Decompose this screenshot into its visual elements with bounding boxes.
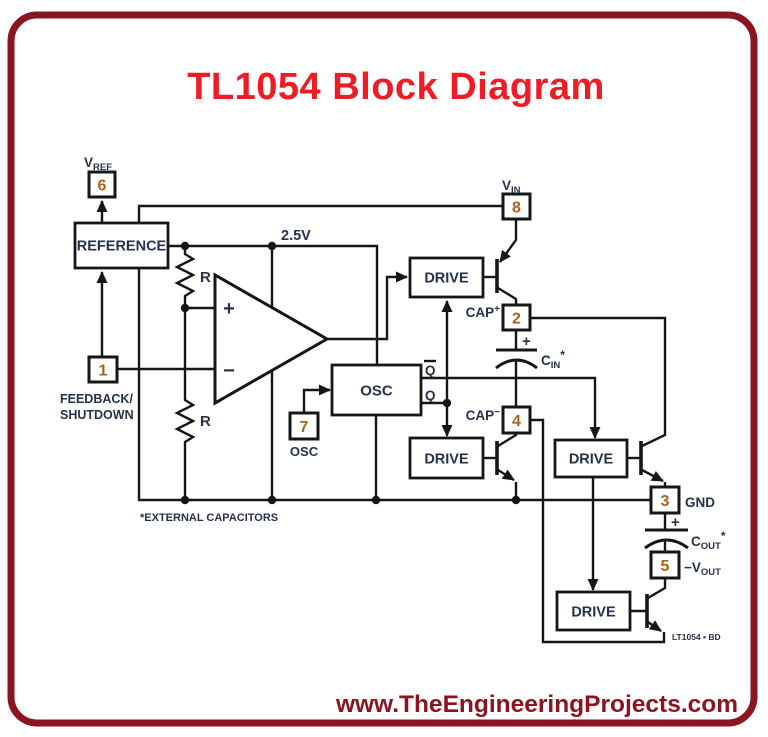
- shutdown-label: SHUTDOWN: [60, 408, 134, 422]
- q1-collector: [497, 286, 518, 305]
- pin-3: 3: [649, 485, 681, 515]
- resistor-bottom-label: R: [200, 413, 211, 430]
- reference-block: REFERENCE: [73, 221, 170, 270]
- capacitor-cout: + COUT*: [644, 513, 726, 552]
- pin-8: 8: [501, 192, 532, 221]
- watermark: www.TheEngineeringProjects.com: [335, 691, 738, 718]
- resistor-bottom: [174, 308, 196, 500]
- ref-voltage-label: 2.5V: [281, 228, 311, 244]
- wire-2v5-to-osc: [168, 244, 379, 365]
- pin-2: 2: [501, 303, 532, 332]
- drive-mid-label: DRIVE: [424, 452, 469, 468]
- vin-label: VIN: [502, 178, 521, 196]
- cout-label: COUT*: [691, 529, 726, 552]
- resistor-top-label: R: [200, 269, 211, 286]
- cap-minus-label: CAP−: [466, 407, 501, 423]
- osc-pin-label: OSC: [290, 444, 319, 459]
- wire-cap-plus-loop: [530, 316, 667, 448]
- q2-emitter: [497, 468, 515, 482]
- drive-top-block: DRIVE: [408, 256, 485, 299]
- feedback-label: FEEDBACK/: [60, 392, 133, 406]
- osc-label: OSC: [360, 383, 393, 400]
- drive-mid-block: DRIVE: [408, 436, 485, 480]
- diagram-tag: LT1054 • BD: [672, 632, 721, 642]
- q4-emitter: [647, 620, 662, 632]
- svg-text:4: 4: [512, 413, 521, 430]
- qbar-label: Q: [425, 363, 436, 378]
- cout-polarity: +: [671, 514, 680, 531]
- drive-right-label: DRIVE: [569, 452, 614, 468]
- drive-top-label: DRIVE: [424, 271, 469, 287]
- transistor-q1: [483, 219, 518, 305]
- pin-5: 5: [649, 550, 681, 580]
- wire-qbar: [421, 376, 601, 439]
- external-capacitors-note: *EXTERNAL CAPACITORS: [140, 512, 278, 524]
- transistor-q3: [627, 441, 667, 487]
- svg-text:1: 1: [99, 363, 108, 380]
- gnd-label: GND: [685, 495, 715, 510]
- svg-text:3: 3: [661, 493, 670, 510]
- vref-label: VREF: [84, 155, 112, 173]
- q-label: Q: [425, 388, 436, 403]
- vout-label: −VOUT: [684, 560, 721, 578]
- svg-text:2: 2: [512, 311, 521, 328]
- ground-rail: [137, 268, 651, 502]
- q1-emitter: [499, 219, 518, 263]
- opamp-plus-label: +: [223, 298, 235, 320]
- q4-collector: [647, 578, 667, 600]
- cin-plate-bottom: [495, 358, 538, 370]
- cout-plate-bottom: [644, 538, 689, 550]
- labels: VREF VIN FEEDBACK/ SHUTDOWN OSC CAP+ CAP…: [60, 155, 721, 642]
- transistor-q2: [483, 433, 518, 500]
- pin-4: 4: [501, 405, 532, 435]
- cap-plus-label: CAP+: [466, 304, 501, 320]
- page-border: [7, 11, 758, 727]
- cin-label: CIN*: [541, 348, 565, 371]
- drive-bottom-block: DRIVE: [555, 590, 632, 632]
- capacitor-cin: + CIN*: [495, 330, 565, 407]
- pin-1: 1: [87, 355, 119, 384]
- reference-label: REFERENCE: [77, 239, 167, 255]
- pin-7: 7: [288, 411, 320, 441]
- transistor-q4: [630, 578, 667, 632]
- cin-polarity: +: [522, 333, 531, 350]
- drive-bottom-label: DRIVE: [571, 605, 616, 621]
- drive-right-block: DRIVE: [553, 438, 629, 479]
- circuit-wires: [96, 200, 667, 644]
- opamp-minus-label: −: [223, 360, 235, 382]
- q2-collector: [497, 433, 518, 448]
- resistor-top: [174, 246, 196, 308]
- wire-ref-to-vin: [137, 204, 503, 223]
- q3-emitter: [641, 468, 664, 483]
- wire-osc-pin: [302, 384, 331, 413]
- osc-block: OSC: [330, 363, 423, 417]
- opamp: + −: [213, 272, 331, 406]
- wire-cap-minus-loop: [530, 418, 666, 644]
- page-title: TL1054 Block Diagram: [187, 66, 605, 108]
- svg-text:5: 5: [661, 558, 670, 575]
- opamp-triangle: [213, 272, 331, 406]
- pin-6: 6: [87, 170, 117, 199]
- wire-opamp-out: [327, 271, 408, 341]
- svg-text:8: 8: [512, 200, 521, 217]
- junction-dots: [180, 241, 521, 505]
- svg-text:7: 7: [300, 419, 309, 436]
- svg-text:6: 6: [98, 178, 107, 195]
